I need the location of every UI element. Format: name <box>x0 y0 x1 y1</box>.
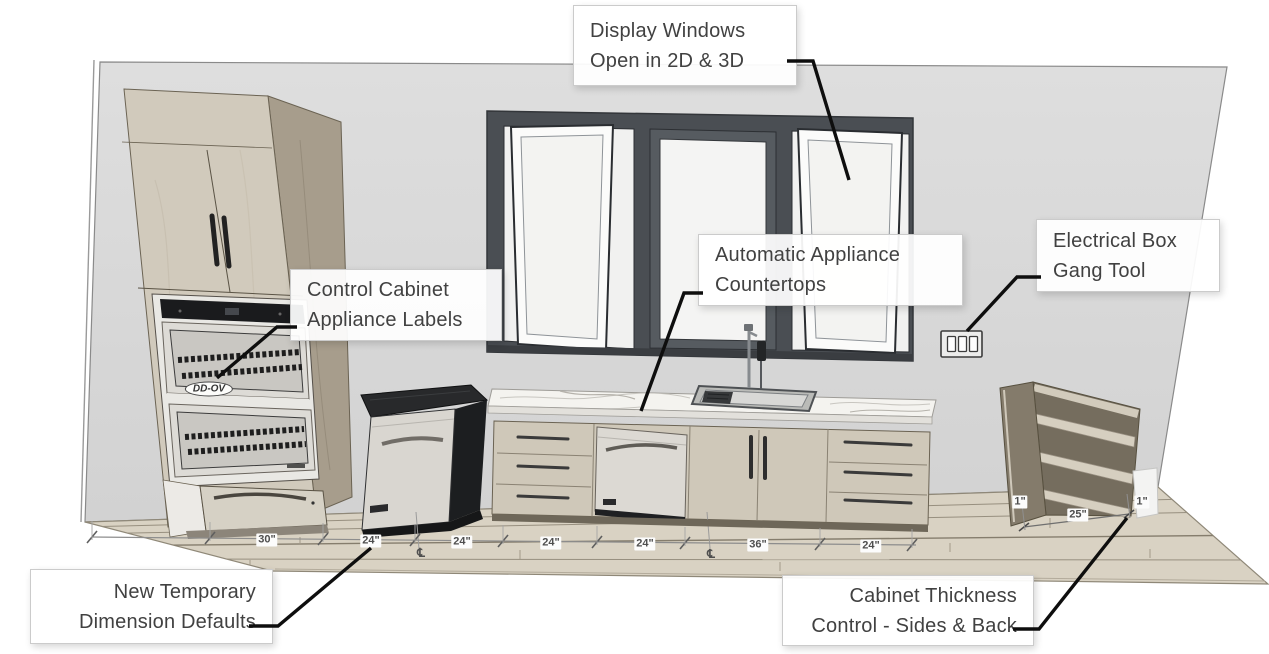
floor-dimension-24e: 24" <box>860 539 882 553</box>
cabinet-dimension-width: 25" <box>1067 508 1089 522</box>
base-cabinet-run[interactable] <box>491 420 931 549</box>
callout-line: New Temporary <box>113 580 256 603</box>
callout-temporary-dimension-defaults: New Temporary Dimension Defaults <box>30 569 273 644</box>
callout-line: Display Windows <box>590 19 746 42</box>
floor-dimension-24b: 24" <box>451 535 473 549</box>
callout-automatic-countertops: Automatic Appliance Countertops <box>698 234 963 306</box>
open-base-cabinet[interactable] <box>999 381 1159 527</box>
floor-dimension-24a: 24" <box>360 534 382 548</box>
dishwasher-handle <box>381 436 444 446</box>
door-handle <box>221 215 232 269</box>
callout-line: Gang Tool <box>1053 259 1146 282</box>
callout-electrical-box-gang-tool: Electrical Box Gang Tool <box>1036 219 1220 292</box>
callout-line: Cabinet Thickness <box>849 584 1017 607</box>
callout-line: Electrical Box <box>1053 229 1177 252</box>
floor-dimension-24d: 24" <box>634 537 656 551</box>
sink-base-doors <box>749 429 767 522</box>
callout-cabinet-thickness-control: Cabinet Thickness Control - Sides & Back <box>782 575 1034 646</box>
centerline-icon: ℄ <box>707 547 715 561</box>
floor-dimension-line <box>86 521 918 552</box>
callout-line: Automatic Appliance <box>715 244 901 266</box>
drawer-bank-right <box>828 440 928 505</box>
electrical-gang-box-icon[interactable] <box>940 330 983 358</box>
centerline-icon: ℄ <box>417 546 425 560</box>
callout-control-cabinet-labels: Control Cabinet Appliance Labels <box>290 269 502 341</box>
floor-dimension-36: 36" <box>747 538 769 552</box>
drawer-bank-left <box>495 435 593 500</box>
callout-line: Dimension Defaults <box>78 610 256 633</box>
floor-dimension-30: 30" <box>256 533 278 547</box>
callout-line: Control Cabinet <box>307 279 449 301</box>
callout-display-windows: Display Windows Open in 2D & 3D <box>573 5 797 86</box>
callout-line: Appliance Labels <box>307 309 463 331</box>
window-open-pane-left <box>509 123 615 352</box>
appliance-label-bubble[interactable]: DD-OV <box>184 381 234 397</box>
faucet[interactable] <box>744 324 766 389</box>
door-handle <box>209 213 220 267</box>
cabinet-dimension-right-side: 1" <box>1134 495 1150 509</box>
callout-line: Control - Sides & Back <box>811 614 1017 637</box>
freestanding-dishwasher[interactable] <box>360 384 489 550</box>
callout-line: Countertops <box>715 274 827 296</box>
cabinet-dimension-left-side: 1" <box>1012 495 1028 509</box>
callout-line: Open in 2D & 3D <box>590 49 745 72</box>
floor-dimension-24c: 24" <box>540 536 562 550</box>
sink[interactable] <box>690 384 818 413</box>
